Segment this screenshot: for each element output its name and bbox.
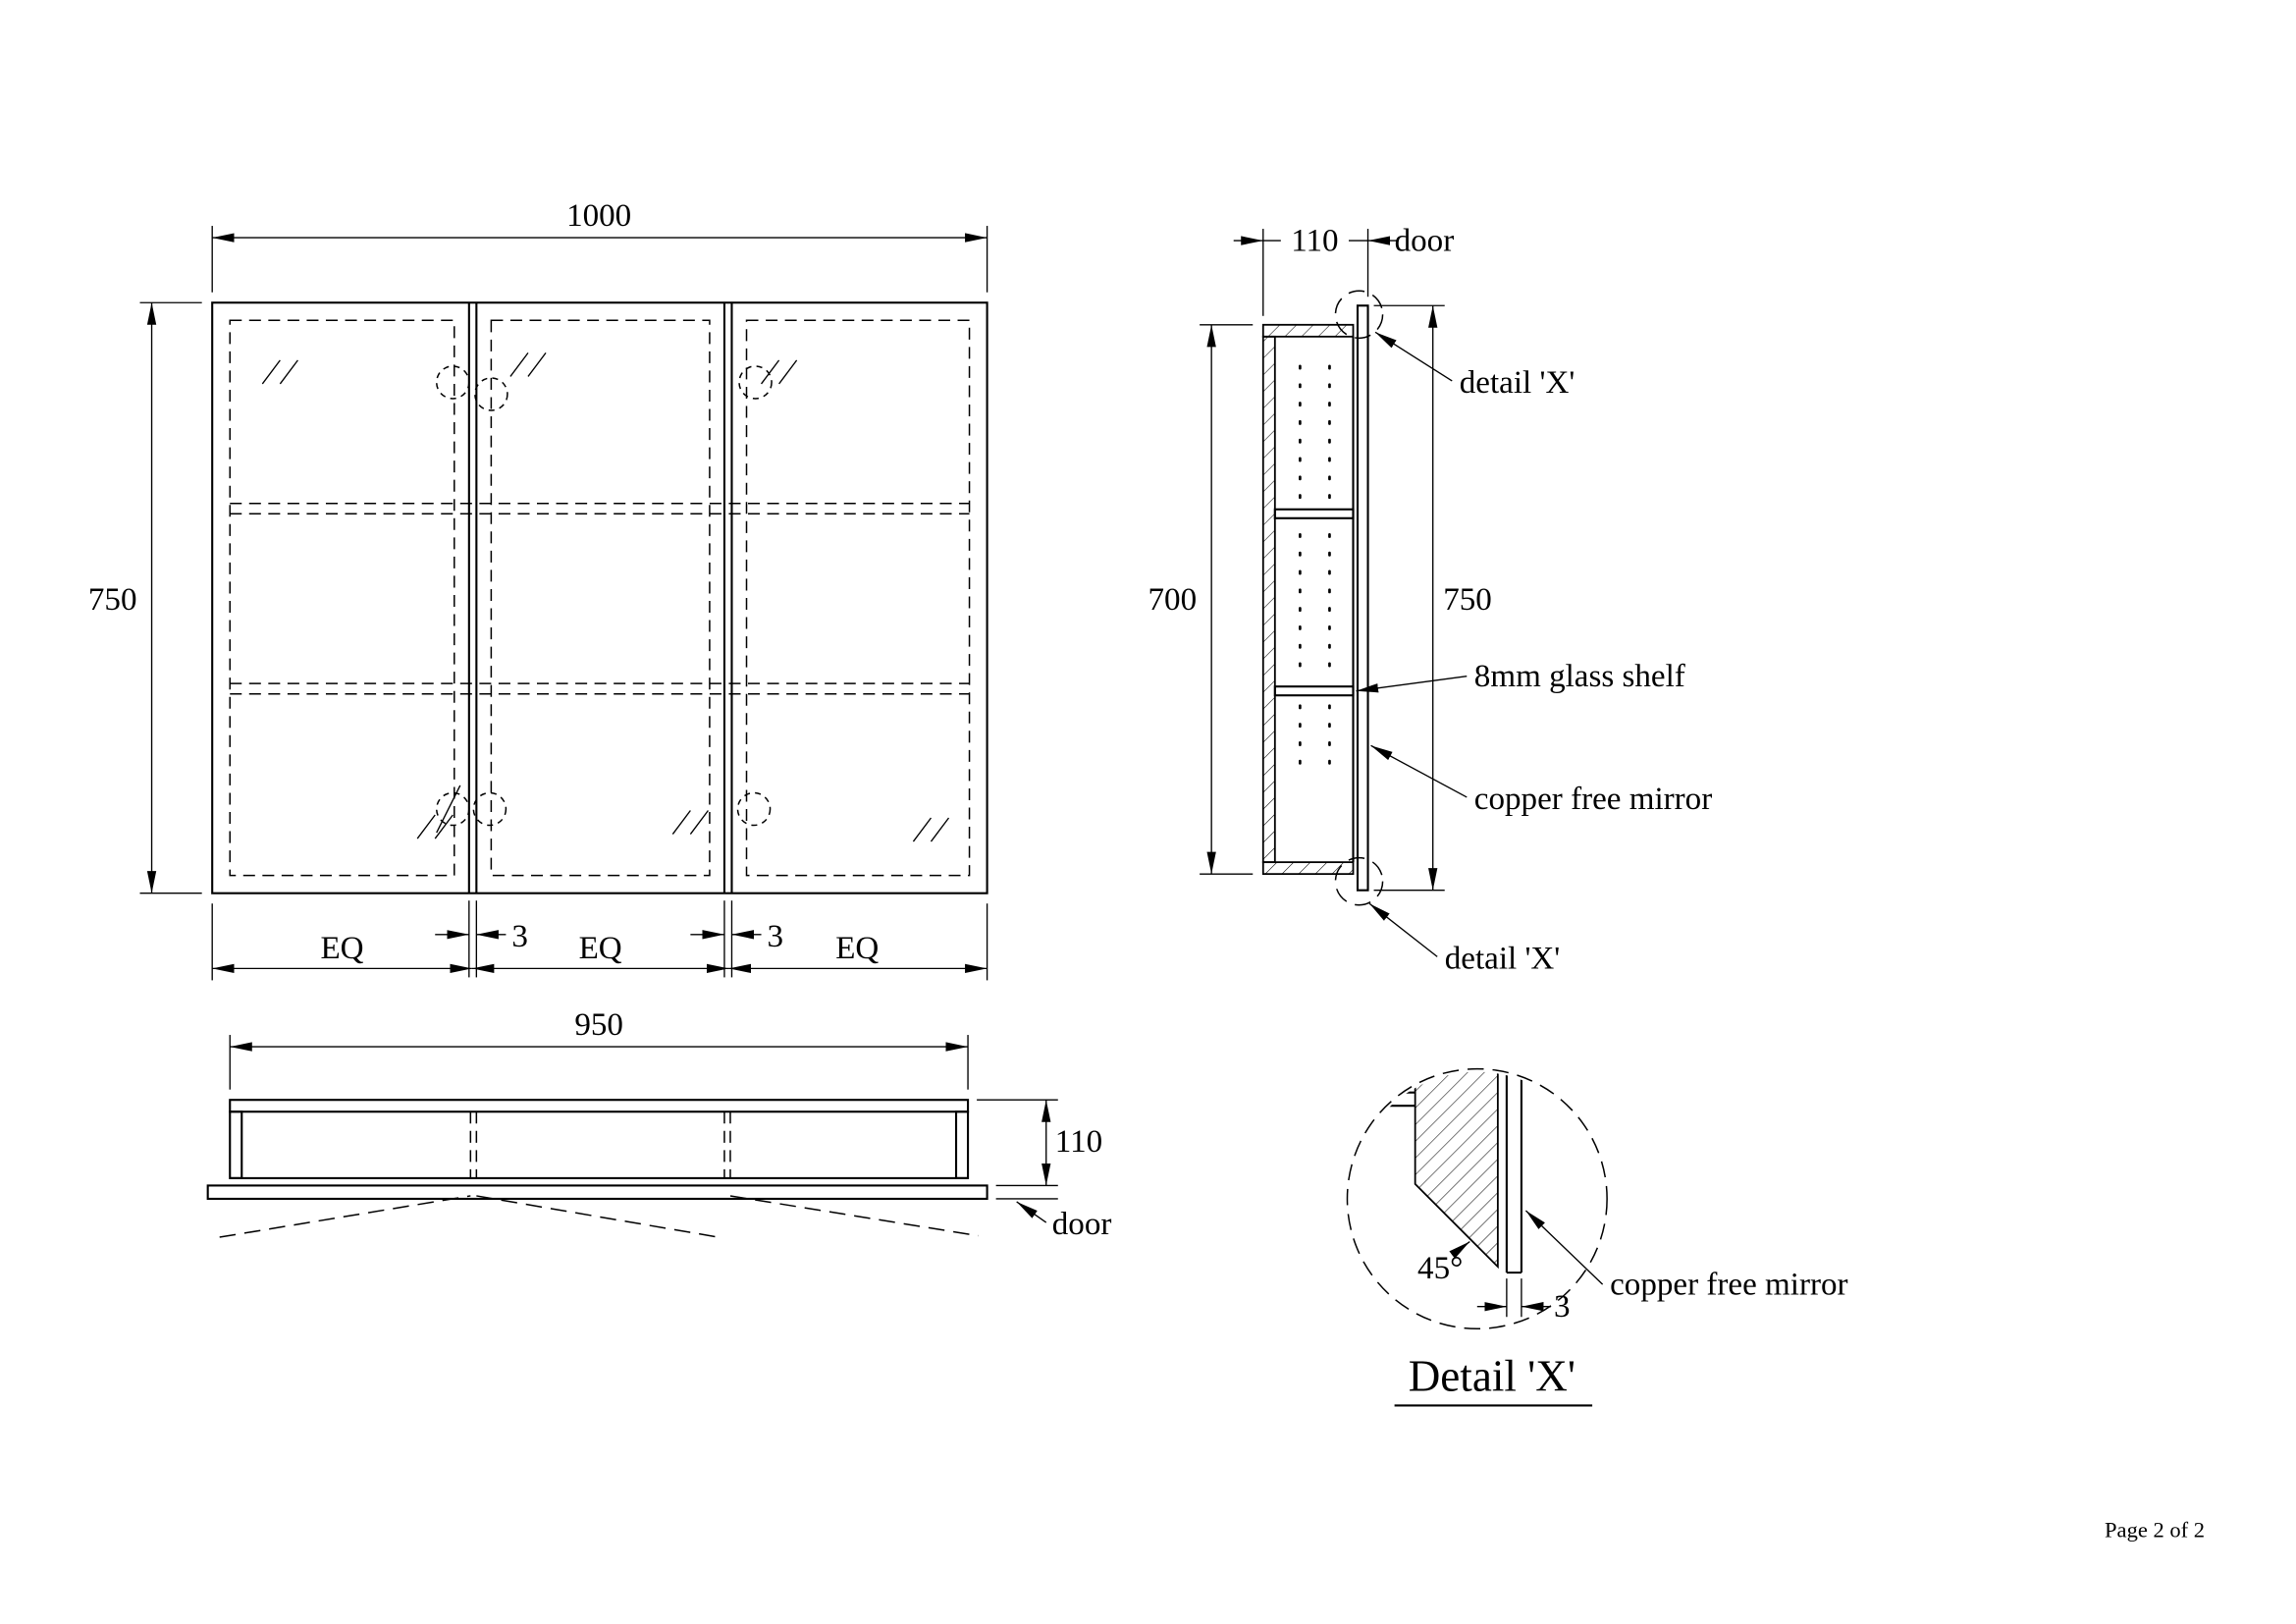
page-number: Page 2 of 2 bbox=[2105, 1517, 2205, 1542]
dim-side-depth: 110 door bbox=[1233, 224, 1455, 316]
dim-side-depth-value: 110 bbox=[1291, 224, 1338, 259]
dim-plan-width-value: 950 bbox=[574, 1007, 623, 1043]
chamfer-angle-note: 45° bbox=[1417, 1241, 1470, 1286]
dim-mirror-thickness-value: 3 bbox=[1554, 1289, 1571, 1325]
plan-door-strip bbox=[206, 1184, 988, 1201]
detail-callout-bottom-label: detail 'X' bbox=[1445, 941, 1561, 976]
dim-side-total-height-value: 750 bbox=[1443, 582, 1492, 618]
chamfer-angle-label: 45° bbox=[1417, 1251, 1463, 1286]
glass-shelf-upper bbox=[1273, 508, 1355, 519]
shelf-annotation: 8mm glass shelf bbox=[1356, 659, 1686, 694]
detail-x-view: 45° 3 copper free mirror Detail 'X' bbox=[1346, 1067, 1848, 1407]
dim-mirror-thickness: 3 bbox=[1476, 1278, 1571, 1325]
door-3-hidden-outline bbox=[745, 319, 971, 877]
detail-callout-bottom: detail 'X' bbox=[1368, 902, 1561, 976]
dim-side-body-height: 700 bbox=[1148, 324, 1254, 875]
mirror-glass-marks bbox=[261, 352, 950, 842]
dim-gap-left-value: 3 bbox=[511, 919, 528, 954]
side-bottom-wall bbox=[1261, 861, 1355, 876]
dim-plan-depth: 110 door bbox=[977, 1099, 1112, 1242]
detail-x-boundary-circle bbox=[1346, 1067, 1608, 1330]
dim-front-height: 750 bbox=[88, 301, 202, 894]
detail-x-marker-top bbox=[1334, 290, 1384, 340]
dim-front-height-value: 750 bbox=[88, 582, 137, 618]
side-mirror-door bbox=[1356, 304, 1369, 892]
plan-view: 950 110 door bbox=[206, 1007, 1112, 1242]
mirror-annotation-label: copper free mirror bbox=[1474, 782, 1712, 817]
detail-mirror-label: copper free mirror bbox=[1610, 1268, 1847, 1303]
side-door-label: door bbox=[1395, 224, 1455, 259]
dim-plan-depth-value: 110 bbox=[1055, 1124, 1102, 1160]
dim-side-body-height-value: 700 bbox=[1148, 582, 1197, 618]
side-top-wall bbox=[1261, 323, 1355, 338]
plan-left-wall bbox=[229, 1110, 243, 1179]
dim-plan-width: 950 bbox=[229, 1007, 969, 1090]
detail-x-title: Detail 'X' bbox=[1409, 1351, 1575, 1400]
detail-callout-top: detail 'X' bbox=[1374, 331, 1575, 401]
side-back-wall bbox=[1261, 335, 1276, 864]
dim-side-total-height: 750 bbox=[1373, 304, 1492, 892]
door-swing-lines bbox=[219, 1195, 979, 1238]
cabinet-front-outline bbox=[211, 301, 988, 894]
shelf-annotation-label: 8mm glass shelf bbox=[1474, 659, 1686, 694]
mirror-annotation: copper free mirror bbox=[1370, 744, 1712, 817]
detail-callout-top-label: detail 'X' bbox=[1460, 365, 1575, 401]
plan-door-label: door bbox=[1052, 1207, 1112, 1242]
dim-front-width: 1000 bbox=[211, 198, 988, 293]
hinge-symbols bbox=[435, 365, 773, 834]
detail-x-section bbox=[1350, 1071, 1522, 1274]
front-view: 1000 750 3 3 EQ bbox=[88, 198, 988, 981]
side-view: detail 'X' detail 'X' 110 door 700 bbox=[1148, 224, 1712, 977]
dim-gap-right-value: 3 bbox=[768, 919, 784, 954]
shelf-pin-holes bbox=[1299, 364, 1331, 782]
detail-x-marker-bottom bbox=[1334, 856, 1384, 906]
dim-eq-2: EQ bbox=[579, 931, 622, 966]
door-2-hidden-outline bbox=[490, 319, 711, 877]
door-1-hidden-outline bbox=[229, 319, 455, 877]
glass-shelf-lower bbox=[1273, 685, 1355, 697]
dim-eq-1: EQ bbox=[320, 931, 363, 966]
plan-back-wall bbox=[229, 1099, 970, 1113]
detail-wall-section bbox=[1414, 1071, 1499, 1270]
dim-eq-3: EQ bbox=[835, 931, 879, 966]
detail-mirror-annotation: copper free mirror bbox=[1524, 1210, 1848, 1303]
dim-equal-doors: EQ EQ EQ bbox=[211, 903, 988, 981]
plan-right-wall bbox=[954, 1110, 970, 1179]
dim-front-width-value: 1000 bbox=[566, 198, 631, 234]
